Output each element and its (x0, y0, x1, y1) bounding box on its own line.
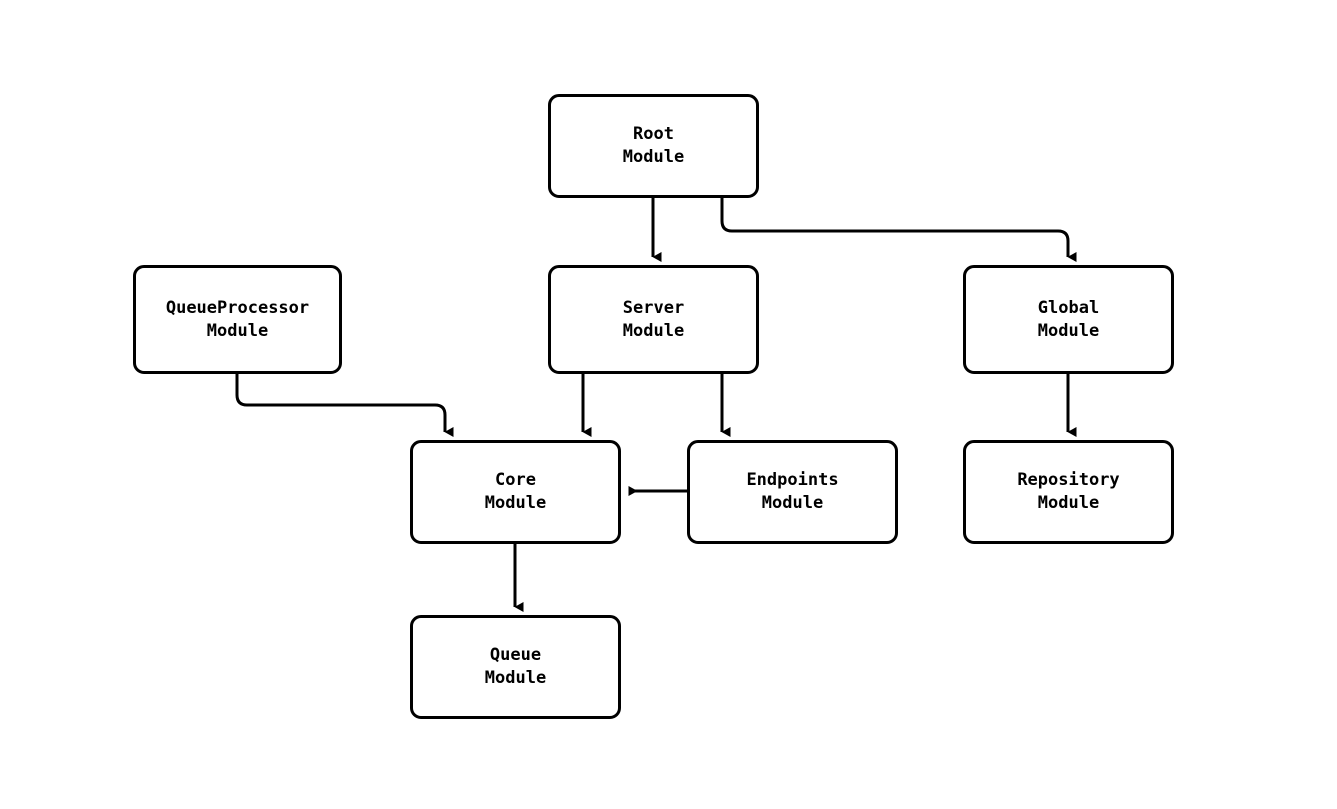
node-queue-label-line2: Module (484, 668, 547, 688)
node-core-label-line1: Core (495, 470, 536, 490)
node-global-label-line2: Module (1037, 320, 1100, 341)
node-repository-label-line1: Repository (1017, 470, 1120, 490)
node-queue-label-line1: Queue (489, 645, 542, 665)
node-endpoints-label-line2: Module (761, 493, 824, 513)
node-root-label-line2: Module (622, 147, 685, 167)
edge-queueprocessor-to-core (235, 374, 454, 437)
node-queueprocessor-label-line1: QueueProcessor (165, 297, 310, 318)
node-endpoints-label-line1: Endpoints (746, 470, 839, 490)
node-queueprocessor-label-line2: Module (206, 320, 269, 341)
node-server-label-line2: Module (622, 320, 685, 341)
node-repository-label-line2: Module (1037, 493, 1100, 513)
node-root-label-line1: Root (633, 124, 674, 144)
node-server-label-line1: Server (622, 297, 685, 318)
node-core-label-line2: Module (484, 493, 547, 513)
node-global-label-line1: Global (1037, 297, 1100, 318)
edge-root-to-global (720, 198, 1077, 262)
